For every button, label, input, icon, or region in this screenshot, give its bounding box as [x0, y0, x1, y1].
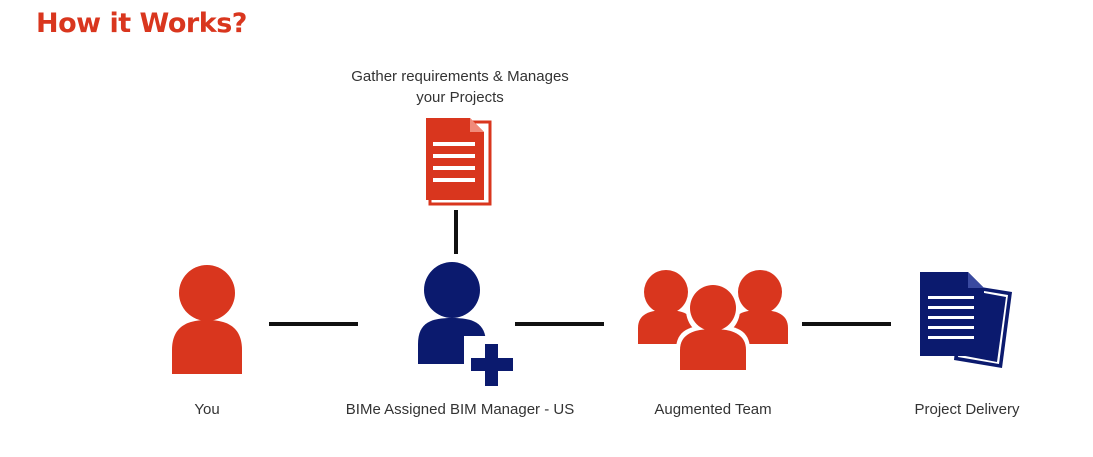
documents-icon [920, 272, 1012, 368]
step-label-bim-manager: BIMe Assigned BIM Manager - US [345, 401, 575, 418]
step-label-project-delivery: Project Delivery [914, 401, 1020, 418]
step-label-you: You [194, 401, 220, 418]
person-icon [172, 265, 242, 374]
connector-2 [515, 322, 604, 326]
connector-3 [802, 322, 891, 326]
step-label-augmented-team: Augmented Team [654, 401, 772, 418]
requirements-caption-line2: your Projects [416, 89, 504, 106]
group-icon [638, 270, 788, 370]
document-icon [426, 118, 492, 206]
page-title: How it Works? [36, 8, 247, 39]
requirements-caption: Gather requirements & Manages your Proje… [330, 66, 590, 108]
add-user-icon [418, 262, 516, 386]
vertical-connector [454, 210, 458, 254]
connector-1 [269, 322, 358, 326]
requirements-caption-line1: Gather requirements & Manages [351, 68, 569, 85]
